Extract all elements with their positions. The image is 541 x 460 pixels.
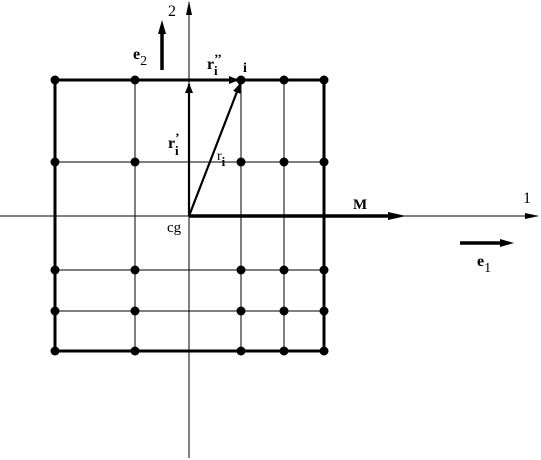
e1-arrowhead	[500, 239, 514, 247]
node	[50, 75, 60, 85]
node	[236, 346, 246, 356]
node	[279, 157, 289, 167]
axis-1-label: 1	[523, 190, 531, 207]
node	[130, 157, 140, 167]
r-vector	[187, 83, 242, 217]
r-prime-label: r’i	[168, 130, 179, 158]
r-double-prime-label: r’’i	[207, 51, 222, 78]
node	[236, 265, 246, 275]
node	[319, 306, 329, 316]
e2-arrowhead	[158, 20, 166, 34]
node	[236, 306, 246, 316]
node	[319, 346, 329, 356]
moment-label: M	[353, 197, 367, 213]
point-i-label: i	[243, 61, 247, 76]
node	[319, 157, 329, 167]
e1-label-base: e	[477, 253, 484, 270]
node	[50, 346, 60, 356]
node	[130, 75, 140, 85]
r-prime-mark: ’	[175, 130, 179, 145]
node	[279, 265, 289, 275]
r-label: ri	[217, 149, 226, 169]
node	[50, 306, 60, 316]
r-prime-base: r	[168, 135, 175, 152]
node	[319, 265, 329, 275]
node	[279, 346, 289, 356]
e2-label-base: e	[133, 46, 140, 63]
node	[130, 346, 140, 356]
node	[130, 306, 140, 316]
r-sub: i	[222, 154, 226, 169]
node	[279, 75, 289, 85]
r-prime-sub: i	[175, 143, 179, 158]
r-base: r	[217, 149, 222, 164]
e2-label: e2	[133, 46, 147, 69]
e1-label: e1	[477, 253, 491, 276]
node	[279, 306, 289, 316]
moment-arrowhead	[388, 212, 406, 220]
r-double-prime-mark: ’’	[214, 51, 222, 66]
r-double-prime-sub: i	[214, 63, 218, 78]
node	[236, 157, 246, 167]
axis-2-label: 2	[168, 3, 176, 20]
r-double-prime-base: r	[207, 56, 214, 73]
node	[50, 265, 60, 275]
node	[50, 157, 60, 167]
origin-label: cg	[167, 220, 182, 236]
node	[130, 265, 140, 275]
e1-label-sub: 1	[484, 261, 491, 276]
e2-label-sub: 2	[140, 54, 147, 69]
node	[319, 75, 329, 85]
